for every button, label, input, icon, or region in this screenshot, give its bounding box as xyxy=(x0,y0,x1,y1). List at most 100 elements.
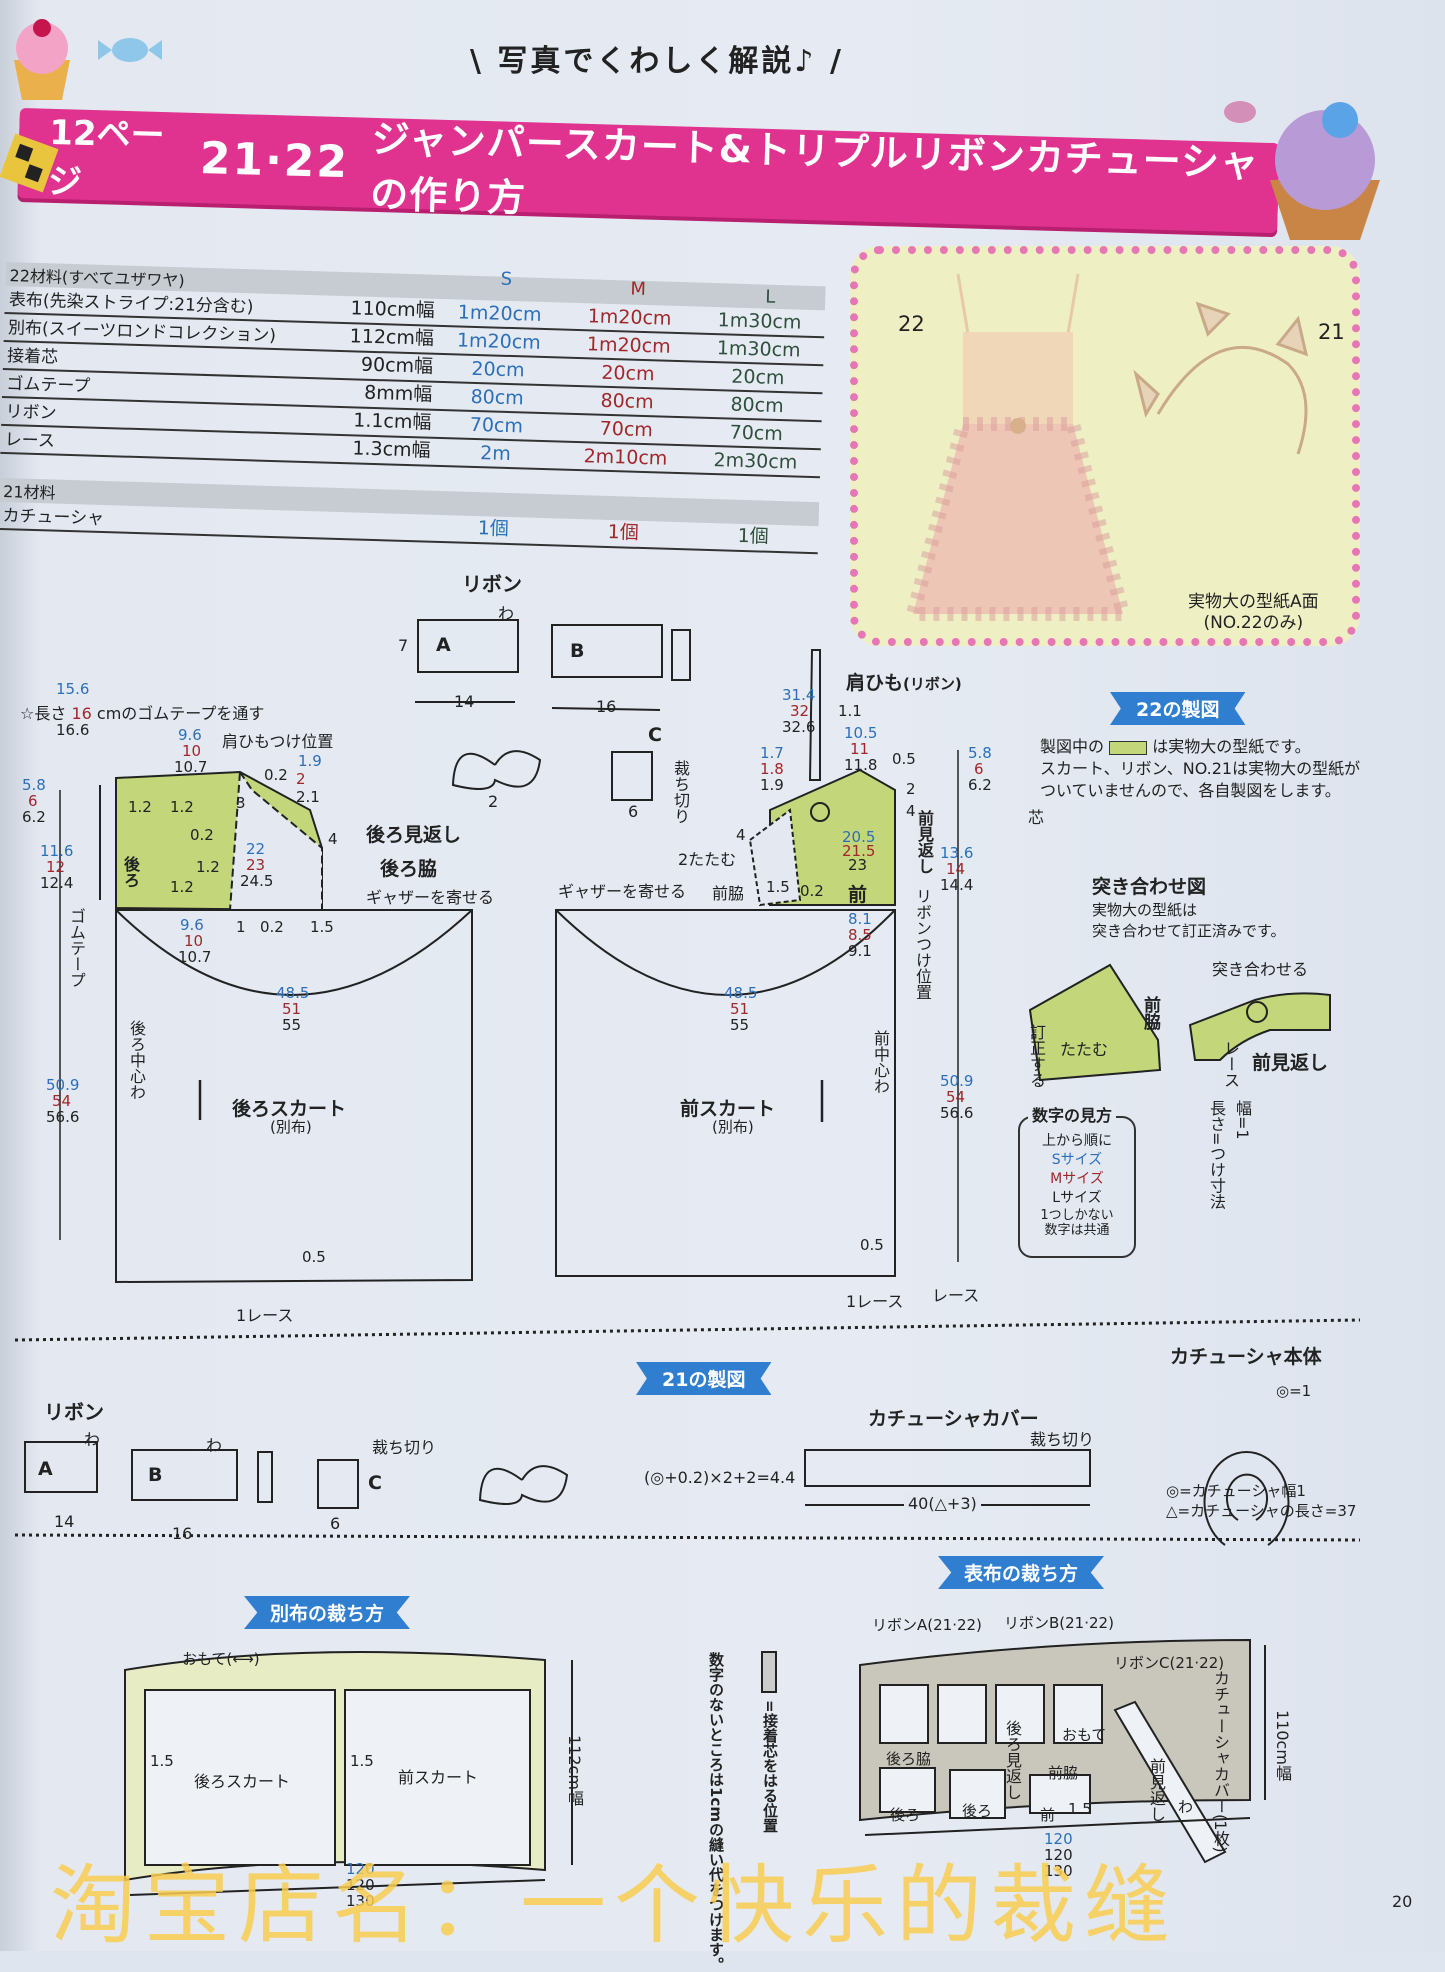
front-facing-label: 前見返し xyxy=(1252,1052,1329,1074)
dim-s: 22 xyxy=(246,840,266,858)
ribbon-c-piece xyxy=(317,1459,359,1509)
join-note2: 突き合わせて訂正済みです。 xyxy=(1092,922,1286,940)
pattern-caption: 実物大の型紙A面(NO.22のみ) xyxy=(1188,592,1319,634)
dimension-line xyxy=(129,1879,546,1896)
strap-label-main: 肩ひも xyxy=(846,672,904,694)
key-line: 上から順に xyxy=(1042,1133,1112,1149)
correct-label: 訂正する xyxy=(1027,1024,1046,1088)
dim-s: 20.5 xyxy=(842,828,876,846)
ribbon-a-label: A xyxy=(38,1458,53,1480)
elastic-l: 16.6 xyxy=(56,721,90,739)
lace-label: レース xyxy=(932,1286,980,1305)
cut-label: 裁ち切り xyxy=(671,760,690,824)
dim-l: 10.7 xyxy=(174,758,208,776)
layout-b-tag: 別布の裁ち方 xyxy=(244,1596,411,1629)
height-s: 50.9 xyxy=(46,1076,80,1094)
front-center-fold-label: 前中心わ xyxy=(871,1030,890,1094)
length-l: 130 xyxy=(346,1892,375,1910)
ribbon-a-piece xyxy=(24,1441,98,1493)
draft22-tag: 22の製図 xyxy=(1110,692,1246,725)
ribbon21-title: リボン xyxy=(44,1400,104,1424)
ribbon-a-label: A xyxy=(436,634,451,656)
fold-label: わ xyxy=(84,1430,101,1449)
front-side-piece xyxy=(748,808,802,907)
candy-icon xyxy=(1224,101,1256,123)
dim: 0.2 xyxy=(260,918,284,936)
skirt-curve xyxy=(555,909,896,996)
dim-m: 23 xyxy=(246,856,266,874)
length-s: 120 xyxy=(1044,1830,1073,1848)
dim: 1.2 xyxy=(128,798,152,816)
dim: 4 xyxy=(736,826,746,844)
pattern-caption-line1: 実物大の型紙A面 xyxy=(1188,592,1319,612)
dim-m: 10 xyxy=(184,932,204,950)
back-side-label: 後ろ脇 xyxy=(380,858,438,880)
ribbon-a-cut-label: リボンA(21·22) xyxy=(872,1616,982,1634)
definition-1: ◎=カチューシャ幅1 xyxy=(1166,1482,1306,1500)
fold-label: わ xyxy=(498,604,515,623)
ribbon-position-label: リボンつけ位置 xyxy=(913,888,932,1000)
ribbon-b-piece xyxy=(131,1449,238,1501)
ribbon-b-folded xyxy=(257,1451,273,1503)
dim: 1.2 xyxy=(196,858,220,876)
height-label: 7 xyxy=(398,636,409,655)
back-side-cut-label: 後ろ脇 xyxy=(886,1750,932,1768)
layout-a-pieces xyxy=(879,1684,1227,1864)
pattern-caption-line2: (NO.22のみ) xyxy=(1203,613,1304,633)
headband-image xyxy=(1133,301,1309,455)
cover-title: カチューシャカバー xyxy=(868,1408,1039,1430)
key-size-m: Mサイズ xyxy=(1050,1171,1104,1187)
fold-label: わ xyxy=(1178,1798,1194,1816)
seam-allowance: 1.5 xyxy=(150,1752,174,1770)
cupcake-icon xyxy=(1270,102,1380,240)
dim-s: 13.6 xyxy=(940,844,974,862)
dim: 0.2 xyxy=(264,766,288,784)
photo-label-22: 22 xyxy=(898,312,925,336)
dim-s: 1.7 xyxy=(760,744,784,762)
dim-l: 24.5 xyxy=(240,872,274,890)
dim-m: 8.5 xyxy=(848,926,872,944)
back-facing-cut-label: 後ろ見返し xyxy=(1003,1720,1022,1800)
front-side-label: 前脇 xyxy=(712,884,745,903)
seam-allowance: 1.5 xyxy=(350,1752,374,1770)
dim-s: 5.8 xyxy=(22,776,46,794)
front-skirt-cloth: (別布) xyxy=(712,1118,754,1136)
headband-body xyxy=(1203,1451,1290,1546)
fold-label: 2たたむ xyxy=(678,850,737,869)
height-m: 54 xyxy=(946,1088,966,1106)
back-center-fold-label: 後ろ中心わ xyxy=(127,1020,146,1100)
width-m: 51 xyxy=(282,1000,302,1018)
width-label: 14 xyxy=(54,1512,75,1531)
elastic-tape-label: ゴムテープ xyxy=(67,908,86,988)
back-skirt-cut xyxy=(144,1689,336,1866)
page-number: 20 xyxy=(1392,1892,1413,1911)
elastic-note-a: ☆長さ xyxy=(20,704,67,723)
dim-l: 11.8 xyxy=(844,756,878,774)
join-label: 突き合わせる xyxy=(1212,960,1309,979)
separator xyxy=(14,1318,1361,1342)
height-s: 50.9 xyxy=(940,1072,974,1090)
front-cut-label: 前 xyxy=(1040,1806,1056,1824)
dim: 1 xyxy=(236,918,246,936)
dim-m: 6 xyxy=(974,760,984,778)
dim-l: 6.2 xyxy=(968,776,992,794)
bow-label: 2 xyxy=(488,792,499,811)
lace-length-label: 長さ=つけ寸法 xyxy=(1207,1100,1226,1210)
front-skirt-piece xyxy=(555,909,896,1277)
elastic-note-b: cmのゴムテープを通す xyxy=(96,704,265,723)
lace-label: 1レース xyxy=(846,1292,904,1311)
dim: 1.2 xyxy=(170,798,194,816)
cover-length-label: 40(△+3) xyxy=(904,1494,981,1513)
dim: 0.2 xyxy=(190,826,214,844)
note-line3: ついていませんので、各自製図をします。 xyxy=(1040,781,1341,800)
ribbon-b-folded xyxy=(671,629,691,681)
note-line1-a: 製図中の xyxy=(1040,737,1105,756)
dimension-line xyxy=(864,1817,1251,1836)
pattern-color-swatch xyxy=(1109,740,1148,755)
dim-s: 31.4 xyxy=(782,686,816,704)
ribbon-c-label: C xyxy=(368,1472,382,1494)
dim: 0.5 xyxy=(860,1236,884,1254)
elastic-s: 15.6 xyxy=(56,680,90,698)
back-cut-label: 後ろ xyxy=(962,1802,993,1820)
